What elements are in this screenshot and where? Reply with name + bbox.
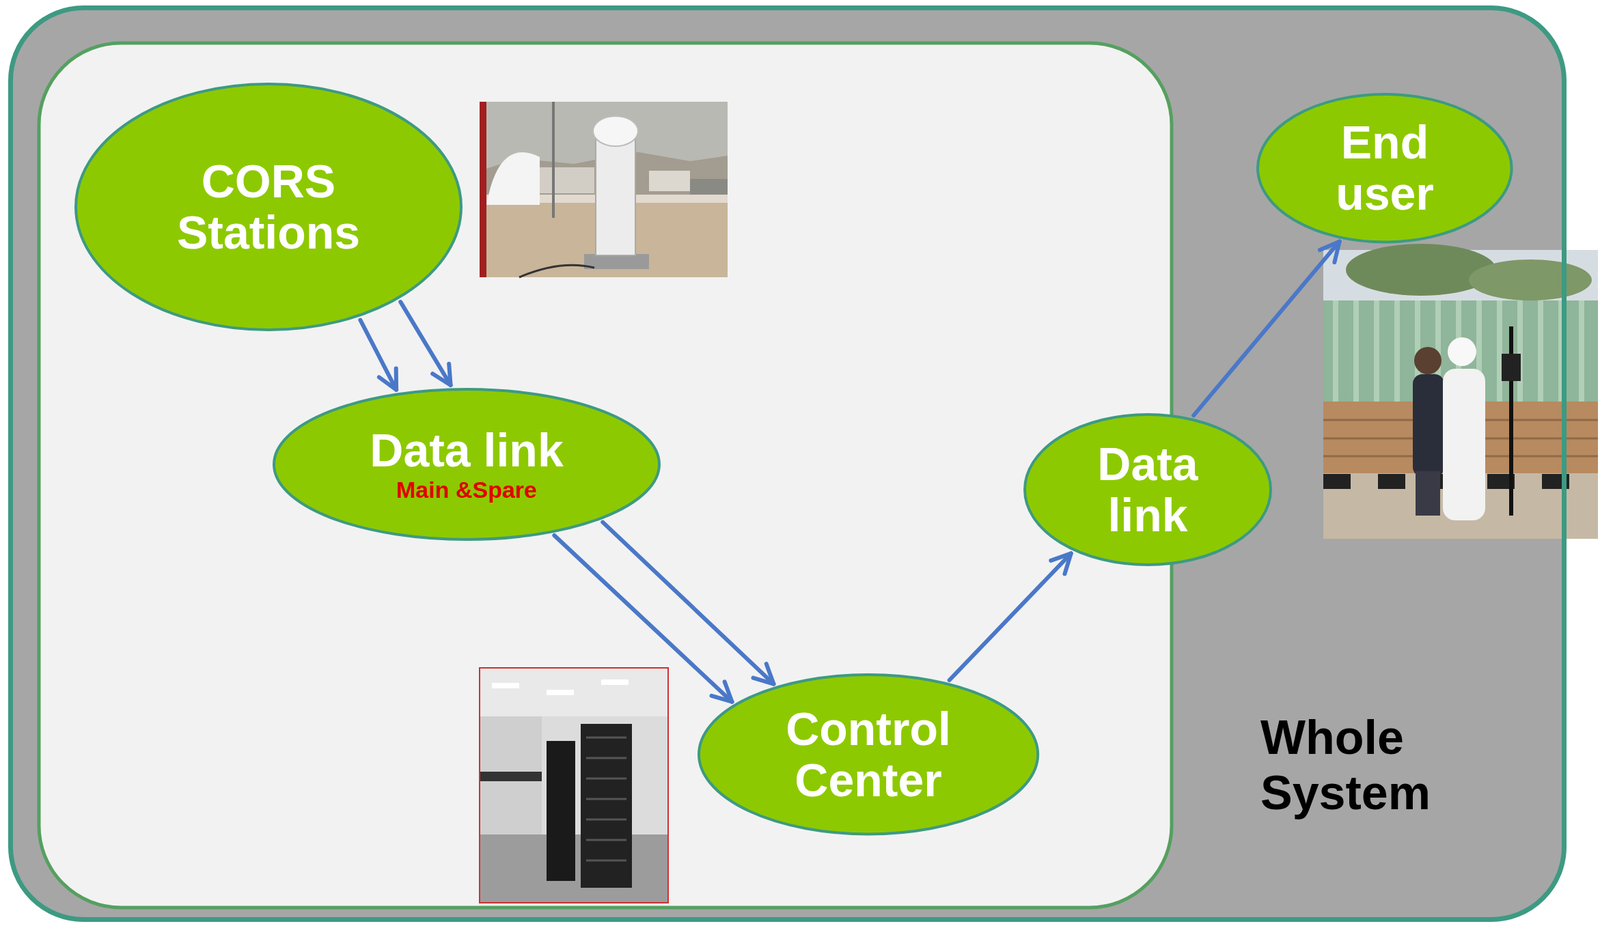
flow-arrow [554,535,732,703]
photo-tent [486,152,540,205]
flow-arrow [949,553,1072,681]
ellipse-shape [1257,94,1512,242]
photo-antenna-pillar [595,131,636,256]
ellipse-shape [75,84,462,330]
field-photo [1323,243,1598,540]
cors-photo [479,101,728,278]
system-label: Whole System [1260,710,1486,821]
photo-person [1412,374,1445,477]
photo-sky [479,101,728,278]
photo-building [532,167,595,194]
flow-arrow [400,301,451,386]
photo-wall-stripe [480,771,542,782]
flow-arrow [602,522,774,685]
ellipse-shape [1024,414,1271,565]
photo-light [546,690,574,696]
photo-light [491,683,520,689]
photo-tree [1468,259,1592,301]
photo-rack-lines [586,737,627,861]
photo-mast [552,101,555,218]
photo-receiver [1501,353,1521,382]
process-ellipse: Data linkMain &Spare [272,388,661,542]
node-label: Control Center [755,703,982,807]
process-ellipse: Control Center [697,673,1040,836]
photo-person [1415,471,1441,516]
ellipse-shape [698,674,1038,835]
ellipse-shape [273,389,660,540]
node-label: Data link [369,424,563,477]
control-room-photo [479,668,669,904]
system-boundary: Whole SystemCORS StationsData linkMain &… [8,5,1567,923]
node-label: End user [1309,116,1460,220]
flow-arrow [1193,241,1340,417]
photo-rack [546,741,576,882]
photo-wall [480,716,542,837]
node-label: Data link [1076,438,1220,542]
node-label: CORS Stations [125,155,412,259]
process-ellipse: Data link [1023,413,1273,567]
photo-frame [479,668,669,904]
photo-ceiling [480,668,668,717]
photo-building [690,178,728,197]
photo-pole [479,101,487,278]
inner-region [38,43,1172,908]
photo-antenna-dome [592,116,639,147]
photo-person [1442,368,1486,521]
node-sublabel: Main &Spare [396,476,537,505]
photo-cable [519,265,595,278]
photo-rack [580,724,632,889]
photo-building [649,170,691,192]
photo-tree [1345,243,1497,296]
label-wrap: Whole System [1260,710,1486,821]
photo-sky [1323,250,1598,540]
process-ellipse: End user [1256,92,1514,244]
process-ellipse: CORS Stations [74,82,463,332]
flow-arrow [360,320,397,391]
photo-light [601,679,629,686]
photo-person-head [1414,347,1442,375]
photo-person-head [1447,337,1477,367]
